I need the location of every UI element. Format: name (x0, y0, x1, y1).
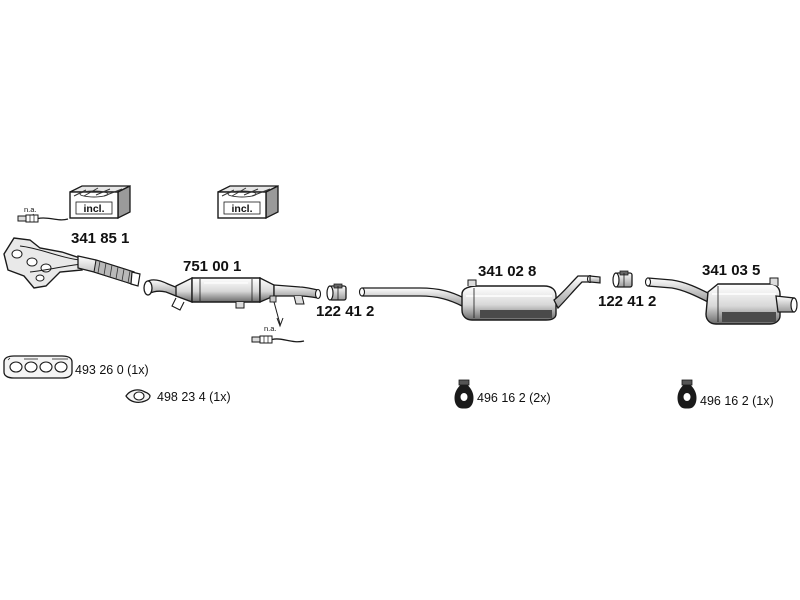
lambda-sensor-1[interactable]: n.a. (17, 205, 69, 223)
pipe-clamp-1[interactable] (326, 283, 347, 301)
mounting-kit-box-1[interactable]: incl. (69, 184, 131, 220)
part-number-gasket-manifold: 493 26 0 (1x) (75, 363, 149, 377)
part-number-catalyst: 751 00 1 (183, 258, 241, 275)
manifold-gasket[interactable] (3, 355, 73, 379)
lambda-sensor-2[interactable]: n.a. (251, 301, 305, 344)
rear-silencer[interactable] (644, 277, 798, 325)
part-number-clamp-1: 122 41 2 (316, 303, 374, 320)
incl-label-1: incl. (83, 203, 104, 215)
rubber-mount-2[interactable] (677, 379, 697, 409)
na-label-2: n.a. (264, 324, 277, 333)
part-number-rubber-mount-1: 496 16 2 (2x) (477, 391, 551, 405)
part-number-clamp-2: 122 41 2 (598, 293, 656, 310)
part-number-rubber-mount-2: 496 16 2 (1x) (700, 394, 774, 408)
rubber-mount-1[interactable] (454, 379, 474, 409)
front-pipe-manifold[interactable] (3, 237, 141, 289)
mounting-kit-box-2[interactable]: incl. (217, 184, 279, 220)
part-number-front-pipe: 341 85 1 (71, 230, 129, 247)
incl-label-2: incl. (231, 203, 252, 215)
na-label-1: n.a. (24, 205, 37, 214)
catalytic-converter[interactable] (143, 276, 322, 311)
ring-gasket[interactable] (125, 389, 151, 403)
part-number-rear-silencer: 341 03 5 (702, 262, 760, 279)
part-number-middle-silencer: 341 02 8 (478, 263, 536, 280)
part-number-gasket-ring: 498 23 4 (1x) (157, 390, 231, 404)
middle-silencer[interactable] (358, 274, 601, 321)
pipe-clamp-2[interactable] (612, 270, 633, 288)
